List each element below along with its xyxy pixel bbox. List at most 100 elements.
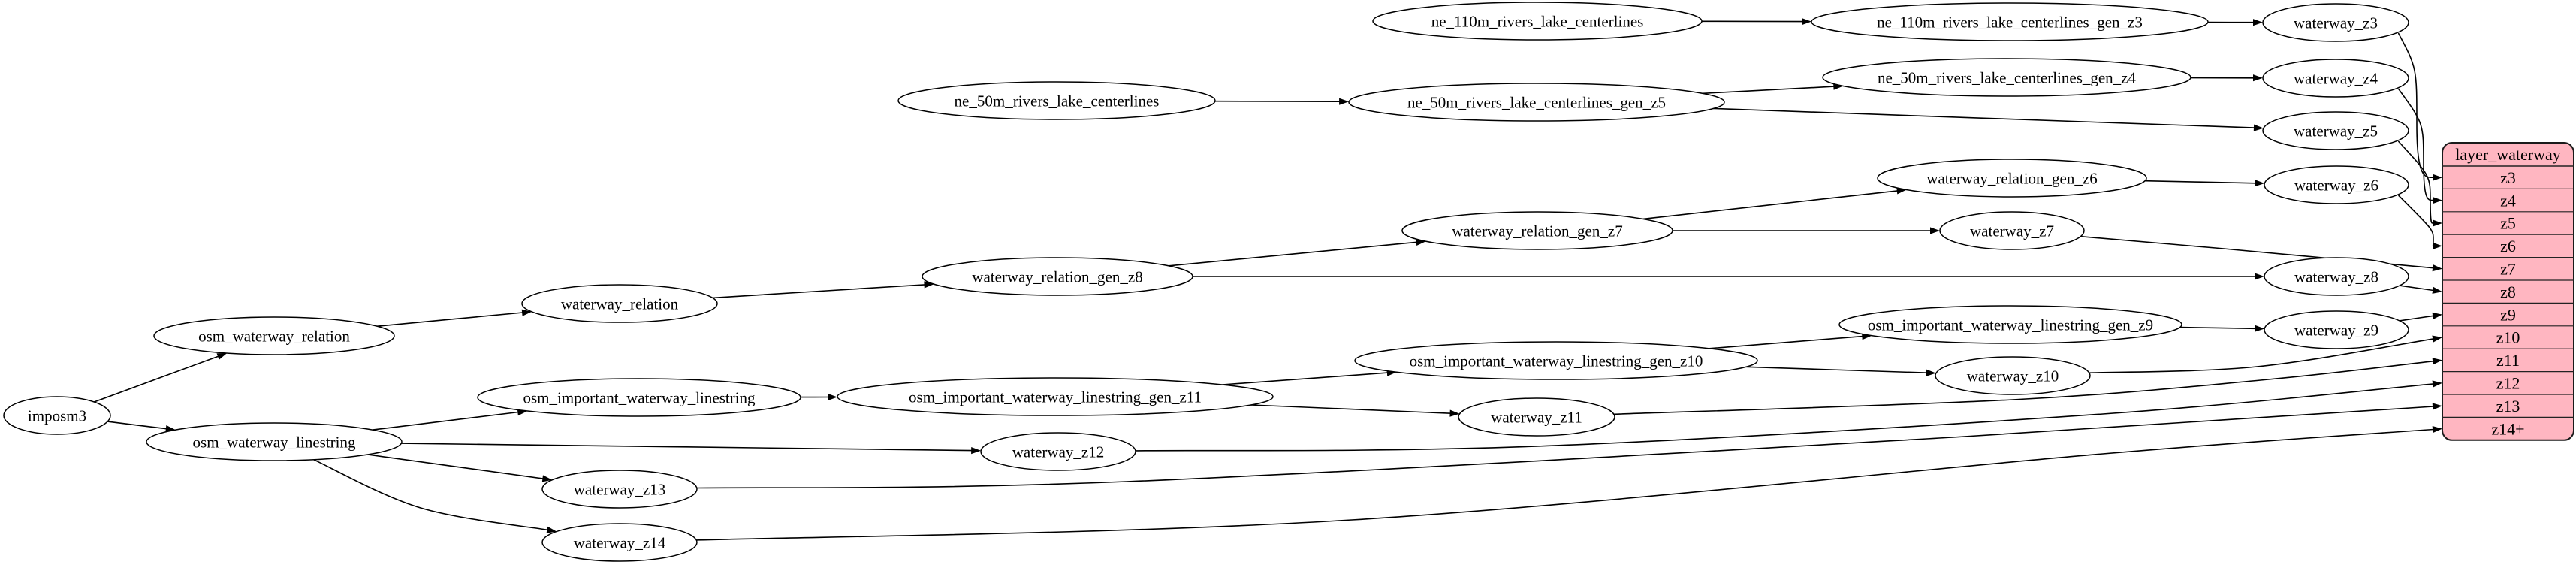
edge-line: [1642, 190, 1898, 220]
node-label-waterway_z8: waterway_z8: [2294, 267, 2378, 286]
node-label-waterway_z7: waterway_z7: [1970, 222, 2054, 240]
table-row-z12: z12: [2496, 374, 2520, 393]
node-label-waterway_z4: waterway_z4: [2294, 69, 2378, 87]
node-label-waterway_z10: waterway_z10: [1967, 367, 2059, 385]
edge-line: [1135, 383, 2434, 452]
node-label-waterway_relation_gen_z6: waterway_relation_gen_z6: [1926, 169, 2097, 187]
node-shape-waterway_relation_gen_z8: [922, 257, 1193, 296]
node-shape-osm_important_waterway_linestring_gen_z11: [837, 377, 1274, 416]
arrowhead-icon: [546, 526, 557, 533]
node-ne_110m_rivers_lake_centerlines_gen_z3: ne_110m_rivers_lake_centerlines_gen_z3: [1811, 2, 2209, 41]
edge-osm_important_waterway_linestring_gen_z10-to-osm_important_waterway_linestring_gen_z9: [1709, 333, 1872, 349]
node-shape-waterway_z8: [2264, 257, 2409, 296]
node-label-ne_50m_rivers_lake_centerlines_gen_z5: ne_50m_rivers_lake_centerlines_gen_z5: [1407, 93, 1666, 111]
table-layer_waterway: layer_waterwayz3z4z5z6z7z8z9z10z11z12z13…: [2442, 142, 2574, 441]
node-waterway_z4: waterway_z4: [2262, 59, 2409, 98]
edge-line: [2397, 140, 2433, 224]
node-shape-ne_50m_rivers_lake_centerlines: [897, 81, 1216, 120]
node-shape-waterway_z14: [541, 523, 698, 562]
node-shape-ne_110m_rivers_lake_centerlines: [1372, 2, 1703, 41]
node-osm_waterway_linestring: osm_waterway_linestring: [146, 422, 403, 461]
edge-line: [712, 284, 925, 299]
table-row-z5: z5: [2500, 214, 2516, 233]
node-waterway_z8: waterway_z8: [2264, 257, 2409, 296]
table-row-z8: z8: [2500, 282, 2516, 301]
arrowhead-icon: [1926, 369, 1936, 376]
edges-layer: [93, 18, 2442, 541]
edge-waterway_z13-to-table-z13: [696, 403, 2442, 489]
edge-line: [107, 421, 167, 430]
node-shape-osm_important_waterway_linestring: [477, 378, 801, 417]
arrowhead-icon: [2253, 19, 2263, 26]
edge-waterway_z12-to-table-z12: [1135, 380, 2442, 452]
edge-waterway_relation_gen_z7-to-waterway_z7: [1672, 227, 1940, 234]
arrowhead-icon: [2433, 242, 2442, 249]
node-shape-waterway_z3: [2262, 3, 2409, 42]
table-row-z13: z13: [2496, 397, 2520, 415]
edge-line: [93, 355, 219, 403]
node-shape-waterway_relation_gen_z6: [1877, 159, 2147, 198]
node-ne_50m_rivers_lake_centerlines: ne_50m_rivers_lake_centerlines: [897, 81, 1216, 120]
node-label-waterway_relation_gen_z8: waterway_relation_gen_z8: [972, 267, 1142, 286]
edge-line: [696, 428, 2434, 541]
nodes-layer: imposm3osm_waterway_relationosm_waterway…: [3, 2, 2409, 562]
arrowhead-icon: [2432, 403, 2442, 410]
node-shape-waterway_z12: [980, 432, 1136, 471]
edge-waterway_z4-to-table-z4: [2397, 88, 2442, 204]
node-shape-waterway_relation: [521, 284, 718, 323]
arrowhead-icon: [2432, 312, 2442, 319]
edge-osm_important_waterway_linestring-to-osm_important_waterway_linestring_gen_z11: [800, 393, 838, 401]
arrowhead-icon: [2255, 180, 2265, 187]
arrowhead-icon: [1802, 18, 1811, 26]
node-waterway_z3: waterway_z3: [2262, 3, 2409, 42]
edge-line: [401, 443, 973, 452]
edge-ne_50m_rivers_lake_centerlines_gen_z5-to-ne_50m_rivers_lake_centerlines_gen_z4: [1703, 83, 1844, 95]
arrowhead-icon: [2255, 325, 2265, 332]
edge-waterway_z9-to-table-z9: [2399, 312, 2442, 322]
edge-line: [2397, 88, 2433, 201]
arrowhead-icon: [2432, 286, 2442, 294]
node-label-waterway_z13: waterway_z13: [574, 480, 665, 498]
node-waterway_z14: waterway_z14: [541, 523, 698, 562]
edge-line: [2089, 338, 2434, 373]
node-waterway_z9: waterway_z9: [2264, 310, 2409, 349]
table-row-z14+: z14+: [2491, 419, 2524, 438]
node-shape-waterway_z4: [2262, 59, 2409, 98]
node-shape-waterway_z13: [541, 470, 698, 509]
node-waterway_z11: waterway_z11: [1458, 397, 1615, 437]
edge-imposm3-to-osm_waterway_linestring: [107, 421, 176, 433]
edge-line: [367, 454, 544, 479]
node-shape-osm_waterway_linestring: [146, 422, 403, 461]
node-label-waterway_z11: waterway_z11: [1491, 408, 1582, 426]
edge-line: [1250, 404, 1451, 414]
node-label-waterway_z5: waterway_z5: [2294, 122, 2378, 140]
node-label-waterway_z14: waterway_z14: [574, 533, 666, 551]
edge-waterway_relation_gen_z7-to-waterway_relation_gen_z6: [1642, 187, 1907, 220]
node-label-osm_important_waterway_linestring_gen_z9: osm_important_waterway_linestring_gen_z9: [1868, 316, 2153, 334]
node-shape-osm_important_waterway_linestring_gen_z10: [1354, 341, 1758, 380]
node-label-waterway_z9: waterway_z9: [2294, 321, 2378, 339]
arrowhead-icon: [2432, 380, 2442, 388]
node-shape-waterway_relation_gen_z7: [1401, 211, 1673, 250]
edge-waterway_z5-to-table-z5: [2397, 140, 2442, 227]
node-label-osm_waterway_relation: osm_waterway_relation: [198, 327, 350, 345]
node-shape-ne_50m_rivers_lake_centerlines_gen_z5: [1348, 83, 1725, 122]
edge-waterway_z3-to-table-z3: [2397, 32, 2442, 181]
arrowhead-icon: [2433, 197, 2442, 204]
node-waterway_relation_gen_z8: waterway_relation_gen_z8: [922, 257, 1193, 296]
edge-line: [1703, 86, 1835, 95]
arrowhead-icon: [924, 281, 934, 289]
edge-osm_waterway_linestring-to-waterway_z14: [313, 459, 557, 533]
edge-line: [2397, 32, 2433, 178]
edge-osm_waterway_relation-to-waterway_relation: [377, 309, 532, 327]
arrowhead-icon: [1896, 187, 1907, 195]
node-waterway_relation: waterway_relation: [521, 284, 718, 323]
edge-line: [377, 312, 523, 327]
edge-line: [1214, 100, 1341, 102]
edge-line: [2144, 180, 2256, 184]
edge-line: [2399, 315, 2434, 322]
node-label-osm_important_waterway_linestring_gen_z10: osm_important_waterway_linestring_gen_z1…: [1410, 352, 1703, 370]
edge-waterway_relation_gen_z8-to-waterway_relation_gen_z7: [1169, 238, 1426, 267]
table-row-z9: z9: [2500, 305, 2516, 324]
